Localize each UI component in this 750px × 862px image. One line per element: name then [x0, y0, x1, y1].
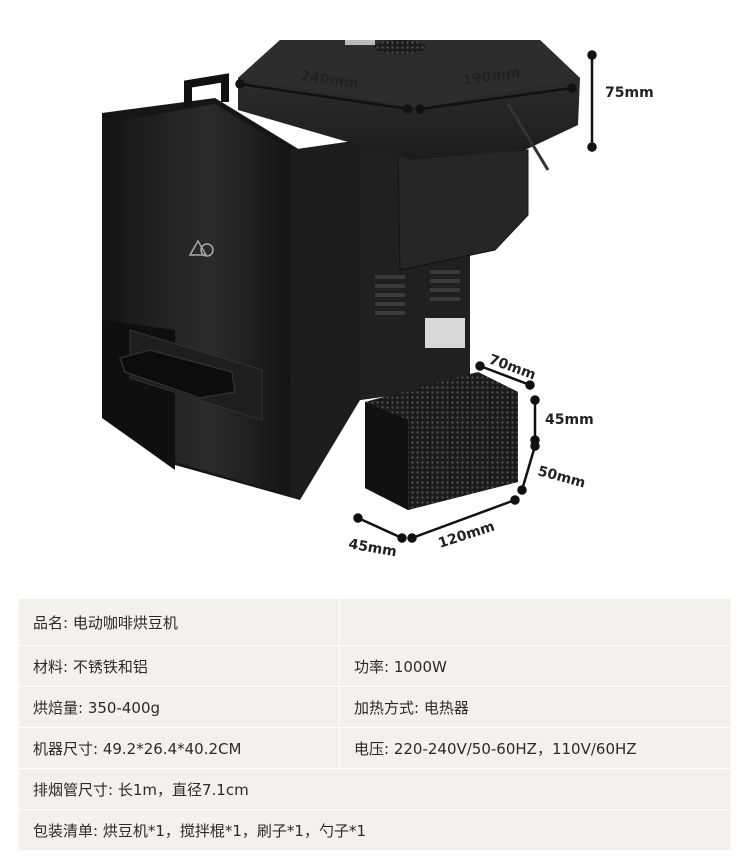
- spec-voltage: 电压: 220-240V/50-60HZ，110V/60HZ: [339, 727, 732, 769]
- spec-power: 功率: 1000W: [339, 645, 732, 687]
- spec-row: 烘焙量: 350-400g 加热方式: 电热器: [18, 686, 732, 728]
- top-handle: [184, 73, 229, 108]
- coffee-roaster-product-photo: 240mm 190mm 75mm 70mm 45mm 50mm 45mm 120…: [102, 40, 654, 560]
- spec-material: 材料: 不锈铁和铝: [18, 645, 340, 687]
- spec-table: 品名: 电动咖啡烘豆机 材料: 不锈铁和铝 功率: 1000W 烘焙量: 350…: [18, 598, 732, 851]
- roaster-top-lid: [238, 40, 580, 160]
- spec-package: 包装清单: 烘豆机*1，搅拌棍*1，刷子*1，勺子*1: [18, 809, 732, 851]
- dim-base-front: 120mm: [436, 519, 496, 552]
- spec-row: 包装清单: 烘豆机*1，搅拌棍*1，刷子*1，勺子*1: [18, 809, 732, 851]
- spec-row: 机器尺寸: 49.2*26.4*40.2CM 电压: 220-240V/50-6…: [18, 727, 732, 769]
- dim-base-left: 45mm: [347, 536, 398, 560]
- spec-row: 排烟管尺寸: 长1m，直径7.1cm: [18, 768, 732, 810]
- rating-label: [425, 318, 465, 348]
- spec-size: 机器尺寸: 49.2*26.4*40.2CM: [18, 727, 340, 769]
- spec-heating: 加热方式: 电热器: [339, 686, 732, 728]
- cooling-tray: [365, 372, 518, 510]
- dim-tray-side: 50mm: [536, 463, 587, 491]
- spec-row: 品名: 电动咖啡烘豆机: [18, 598, 732, 646]
- dimension-lines: [235, 50, 597, 543]
- dim-tray-height: 45mm: [545, 412, 594, 428]
- spec-empty: [339, 598, 732, 646]
- bean-chute: [397, 149, 529, 271]
- spec-row: 材料: 不锈铁和铝 功率: 1000W: [18, 645, 732, 687]
- stirring-rod: [506, 103, 550, 171]
- spec-name: 品名: 电动咖啡烘豆机: [18, 598, 340, 646]
- warning-icon: [188, 239, 214, 257]
- spec-exhaust: 排烟管尺寸: 长1m，直径7.1cm: [18, 768, 732, 810]
- roaster-side-panel: [102, 98, 300, 500]
- spec-capacity: 烘焙量: 350-400g: [18, 686, 340, 728]
- side-handle: [119, 349, 236, 399]
- dim-top-height: 75mm: [605, 85, 654, 101]
